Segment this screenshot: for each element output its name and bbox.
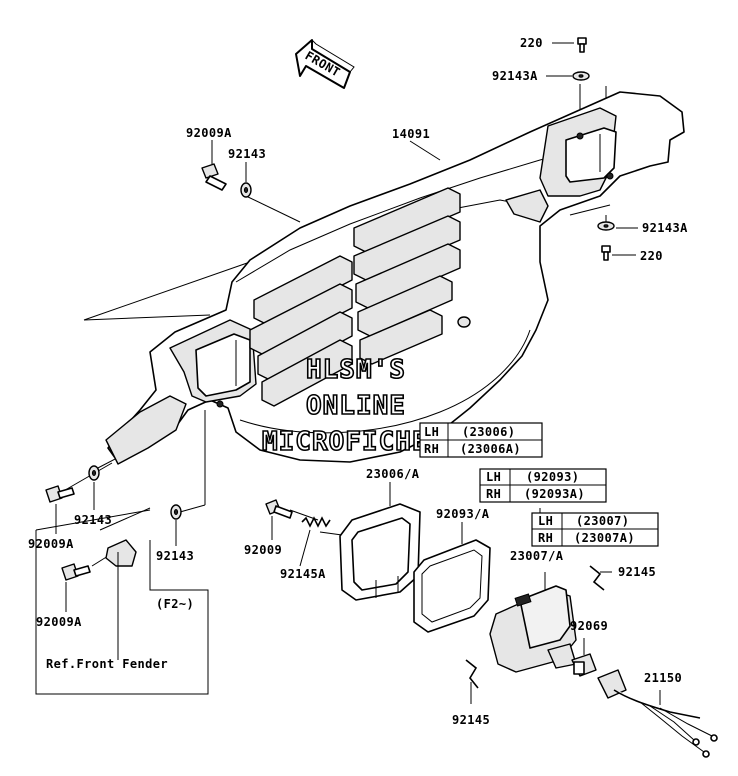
washer-92143-top [240,182,252,198]
label-92093a: 92093/A [436,507,490,521]
label-92009a-left: 92009A [28,537,74,551]
socket-21150 [597,669,718,758]
bolt-220-top [577,37,587,53]
table-23006: LH (23006) RH (23006A) [419,422,543,458]
clip-92145-bottom [465,659,479,689]
label-92009: 92009 [244,543,282,557]
bolt-92009a-bottom [61,563,91,581]
watermark: HLSM'S ONLINE MICROFICHE [261,354,429,458]
label-92009a-bottom: 92009A [36,615,82,629]
label-92143-mid: 92143 [156,549,194,563]
headlight-rim-23006a [339,503,421,601]
label-92143-top: 92143 [228,147,266,161]
label-92069: 92069 [570,619,608,633]
table-92093: LH (92093) RH (92093A) [479,468,607,503]
label-92009a-top: 92009A [186,126,232,140]
t23007-lh-num: (23007) [576,514,629,528]
gasket-92093a [413,539,491,633]
label-92143a-top: 92143A [492,69,538,83]
headlight-unit-23007a [489,585,577,673]
bulb-92069 [571,653,597,677]
t92093-lh-num: (92093) [526,470,579,484]
watermark-line1: HLSM'S [306,355,406,385]
t92093-rh-side: RH [486,487,501,501]
label-92145-right: 92145 [618,565,656,579]
t23006-rh-side: RH [424,442,439,456]
t92093-lh-side: LH [486,470,501,484]
ref-box-lines [35,509,209,695]
washer-92143a-top [572,71,590,81]
t23007-rh-num: (23007A) [574,531,635,545]
washer-92143a-right [597,221,615,231]
grille-louvers [249,187,461,407]
label-92143a-right: 92143A [642,221,688,235]
washer-92143-left [88,465,100,481]
label-220-right: 220 [640,249,663,263]
bolt-92009a-left [45,485,75,503]
t23006-lh-side: LH [424,425,439,439]
label-f2-note: (F2~) [156,597,194,611]
label-ref-front-fender: Ref.Front Fender [46,657,168,671]
table-23007: LH (23007) RH (23007A) [531,512,659,547]
label-23007a: 23007/A [510,549,564,563]
watermark-line2: ONLINE [306,391,406,421]
t23006-lh-num: (23006) [462,425,515,439]
label-220-top: 220 [520,36,543,50]
t92093-rh-num: (92093A) [524,487,585,501]
bolt-92009 [265,499,293,519]
watermark-line3: MICROFICHE [262,427,429,457]
label-23006a: 23006/A [366,467,420,481]
washer-92143-mid [170,504,182,520]
t23006-rh-num: (23006A) [460,442,521,456]
label-14091: 14091 [392,127,430,141]
front-arrow-icon: FRONT [295,39,355,89]
clip-92145-right [589,565,605,591]
label-92145a: 92145A [280,567,326,581]
label-92145-bottom: 92145 [452,713,490,727]
bolt-220-right [601,245,611,261]
label-92143-left: 92143 [74,513,112,527]
spring-92145a [301,516,331,528]
bolt-92009a-top [201,163,227,191]
t23007-lh-side: LH [538,514,553,528]
label-21150: 21150 [644,671,682,685]
fender-bracket [105,539,137,660]
t23007-rh-side: RH [538,531,553,545]
